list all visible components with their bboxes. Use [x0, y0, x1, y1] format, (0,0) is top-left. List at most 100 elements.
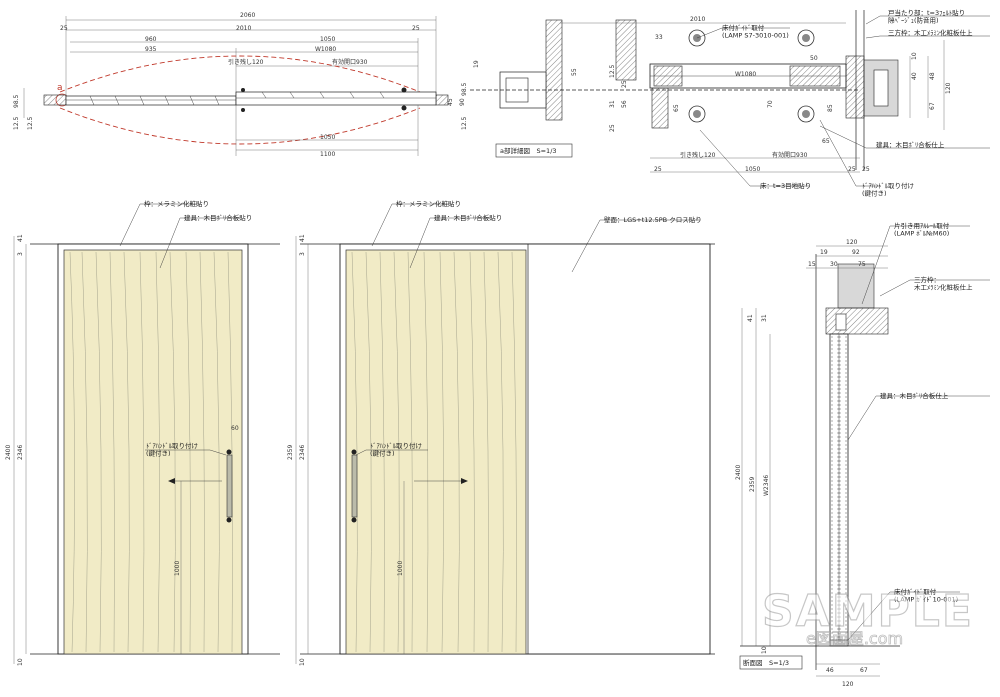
plan-dim-2010: 2010 — [236, 25, 251, 32]
elev1-dim-handle-width: 60 — [231, 425, 239, 432]
plan-dim-right-2: 90 — [459, 98, 466, 106]
detail-dim-bottom-65: 65 — [822, 138, 830, 145]
plan-dim-w1080: W1080 — [315, 46, 336, 53]
door-handle-2 — [351, 454, 358, 518]
detail-title: a部詳細図 S=1/3 — [500, 146, 557, 155]
detail-dim-left-12b: 12.5 — [609, 64, 616, 78]
section-dim-top-15: 15 — [808, 261, 816, 268]
detail-dim-2010: 2010 — [690, 16, 705, 23]
detail-dim-right-67: 67 — [929, 102, 936, 110]
plan-dim-left-3: 12.5 — [27, 116, 34, 130]
section-dim-top-30: 30 — [830, 261, 838, 268]
section-dim-2400: 2400 — [735, 465, 742, 480]
detail-dim-left-25b: 25 — [609, 124, 616, 132]
detail-dim-right-10: 10 — [911, 52, 918, 60]
plan-dim-bottom-1050: 1050 — [320, 134, 335, 141]
plan-dim-bottom-1100: 1100 — [320, 151, 335, 158]
detail-dim-70: 70 — [767, 100, 774, 108]
elev1-dim-2346: 2346 — [17, 445, 24, 460]
elev1-dim-3: 3 — [17, 252, 24, 256]
elev1-dim-41: 41 — [17, 234, 24, 242]
elev2-dim-10: 10 — [299, 658, 306, 666]
detail-dim-right-48: 48 — [929, 72, 936, 80]
detail-label-frame3: 三方枠：木工ﾒﾗﾐﾝ化粧板仕上 — [888, 28, 973, 37]
elev2-label-handle: ﾄﾞｱﾊﾝﾄﾞﾙ取り付け(鍵付き) — [370, 441, 422, 457]
detail-dim-50: 50 — [810, 55, 818, 62]
detail-dim-w1080: W1080 — [735, 71, 756, 78]
plan-dim-25-right: 25 — [412, 25, 420, 32]
detail-dim-left-25a: 25 — [621, 80, 628, 88]
detail-dim-33: 33 — [655, 34, 663, 41]
detail-dim-left-56: 56 — [621, 100, 628, 108]
detail-dim-left-12a: 12.5 — [461, 116, 468, 130]
elev1-label-door: 建具：木目ﾎﾞﾘ合板貼り — [184, 213, 252, 222]
detail-dim-bottom-25b: 25 — [848, 166, 856, 173]
detail-dim-65: 65 — [673, 104, 680, 112]
section-dim-w2346: W2346 — [763, 475, 770, 496]
detail-dim-right-40: 40 — [911, 72, 918, 80]
detail-label-guide-text: 床付ｶﾞｲﾄﾞ取付(LAMP S7-3010-001) — [722, 23, 789, 39]
detail-dim-bottom-25c: 25 — [862, 166, 870, 173]
plan-dim-left-2: 98.5 — [13, 94, 20, 108]
elev2-dim-3: 3 — [299, 252, 306, 256]
elev2-label-frame: 枠：メラミン化粧貼り — [396, 199, 461, 208]
door-panel-2 — [345, 249, 527, 655]
elev2-dim-2346: 2346 — [299, 445, 306, 460]
section-dim-bottom-46: 46 — [826, 667, 834, 674]
plan-marker-a: a — [57, 83, 63, 93]
plan-view: 2060 25 2010 25 960 1050 935 W1080 引き残し1… — [13, 12, 466, 158]
elev2-dim-2359: 2359 — [287, 445, 294, 460]
section-dim-top-92: 92 — [852, 249, 860, 256]
section-dim-41: 41 — [747, 314, 754, 322]
plan-dim-25-left: 25 — [60, 25, 68, 32]
plan-dim-935: 935 — [145, 46, 157, 53]
plan-dim-left-1: 12.5 — [13, 116, 20, 130]
elev2-dim-41: 41 — [299, 234, 306, 242]
detail-label-stop: 戸当たり部：t=3ﾌｪﾙﾄ貼り隙ﾍﾞｰｼﾞｭ(防音用) — [888, 8, 965, 24]
door-handle-1 — [226, 454, 233, 518]
detail-dim-left-55: 55 — [571, 68, 578, 76]
detail-dim-left-31: 31 — [609, 100, 616, 108]
detail-label-handle: ﾄﾞｱﾊﾝﾄﾞﾙ取り付け(鍵付き) — [862, 181, 914, 197]
section-view: 120 19 92 15 30 75 41 31 2400 2359 W2346… — [735, 221, 990, 688]
plan-dim-right-1: 45 — [447, 98, 454, 106]
section-dim-10: 10 — [761, 646, 768, 654]
elev1-dim-2400: 2400 — [5, 445, 12, 460]
section-label-guide: 床付ｶﾞｲﾄﾞ取付(LAMP ｶﾞｲﾄﾞ10-001) — [894, 587, 958, 603]
elev1-label-handle: ﾄﾞｱﾊﾝﾄﾞﾙ取り付け(鍵付き) — [146, 441, 198, 457]
section-dim-top-19: 19 — [820, 249, 828, 256]
elev2-label-door: 建具：木目ﾎﾞﾘ合板貼り — [434, 213, 502, 222]
watermark-site: e図面屋.com — [806, 629, 903, 648]
detail-dim-bottom-yukou: 有効開口930 — [772, 151, 808, 159]
section-dim-bottom-120: 120 — [842, 681, 854, 688]
detail-label-floor: 床：t=3目地貼り — [760, 181, 811, 190]
section-dim-2359: 2359 — [749, 477, 756, 492]
elev1-dim-10: 10 — [17, 658, 24, 666]
section-dim-top-75: 75 — [858, 261, 866, 268]
detail-label-door: 建具：木目ﾎﾞﾘ合板仕上 — [876, 140, 945, 149]
section-dim-bottom-67: 67 — [860, 667, 868, 674]
plan-dim-yukou: 有効開口930 — [332, 58, 368, 66]
detail-dim-85: 85 — [827, 104, 834, 112]
watermark: SAMPLE e図面屋.com — [761, 585, 974, 648]
plan-dim-total: 2060 — [240, 12, 255, 19]
section-dim-top-120: 120 — [846, 239, 858, 246]
elev1-label-frame: 枠：メラミン化粧貼り — [144, 199, 209, 208]
detail-dim-bottom-25a: 25 — [654, 166, 662, 173]
detail-view: 2010 33 50 W1080 65 70 85 19 98.5 12.5 5… — [461, 8, 990, 197]
plan-dim-960: 960 — [145, 36, 157, 43]
section-dim-31: 31 — [761, 314, 768, 322]
detail-dim-right-120: 120 — [945, 82, 952, 94]
detail-dim-left-98: 98.5 — [461, 82, 468, 96]
elevation-1: 1000 60 41 3 2400 2346 10 枠：メラミン化粧貼り 建具：… — [5, 199, 280, 666]
detail-dim-left-19: 19 — [473, 60, 480, 68]
watermark-sample: SAMPLE — [762, 586, 974, 637]
section-label-door: 建具：木目ﾎﾞﾘ合板仕上 — [880, 391, 949, 400]
elev2-dim-handle-height: 1000 — [397, 561, 404, 576]
elevation-2: 1000 41 3 2359 2346 10 枠：メラミン化粧貼り 建具：木目ﾎ… — [287, 199, 715, 666]
door-panel-1 — [63, 249, 243, 655]
section-title: 断面図 S=1/3 — [743, 658, 789, 667]
section-label-frame3: 三方枠：木工ﾒﾗﾐﾝ化粧板仕上 — [914, 275, 973, 291]
section-label-rail: 片引き用ｱﾙﾚｰﾙ取付(LAMP ﾎﾞﾙ№M60) — [894, 221, 950, 237]
